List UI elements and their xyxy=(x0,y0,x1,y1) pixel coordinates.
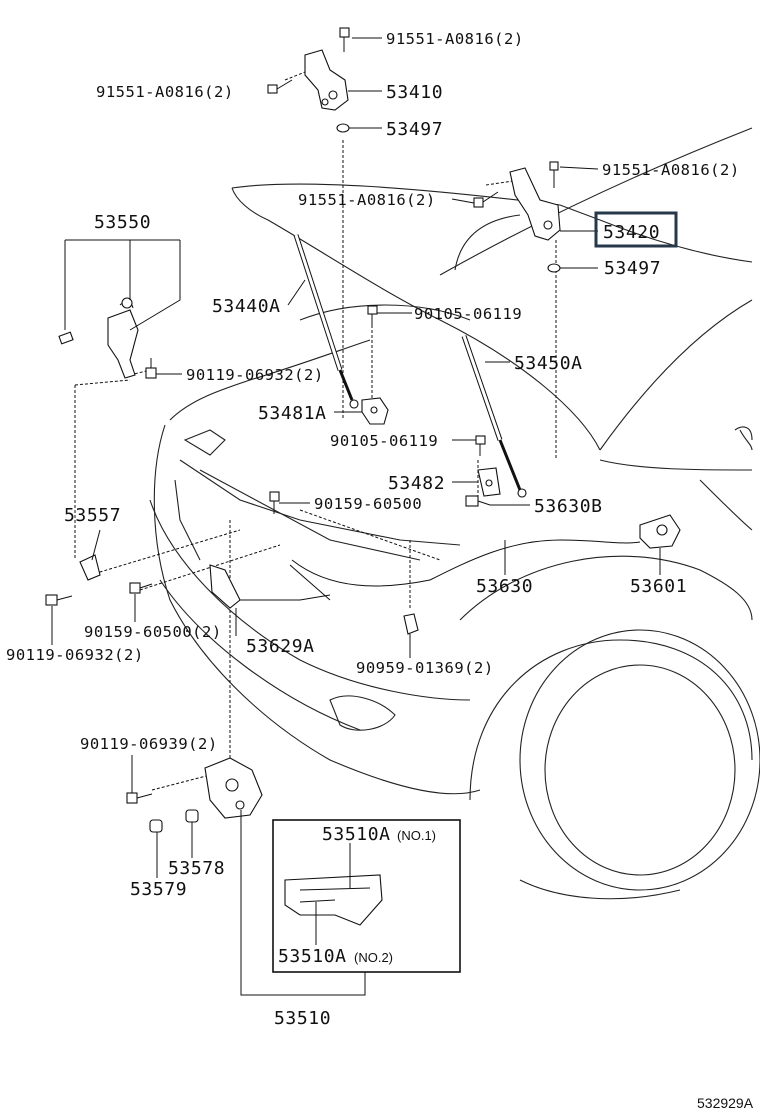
label-inset-no1-code: 53510A xyxy=(322,824,391,845)
hood-latch-assy xyxy=(204,757,263,819)
label-screw-stay-upper: 90105-06119 xyxy=(414,305,522,323)
bolt-icon xyxy=(473,191,499,208)
screw-icon xyxy=(475,435,486,456)
hood-lock-assy xyxy=(58,297,139,379)
label-inset-no1-suffix: (NO.1) xyxy=(397,828,436,843)
label-inset-no2-suffix: (NO.2) xyxy=(354,950,393,965)
alignment-lines xyxy=(74,69,557,791)
label-inset-no2-code: 53510A xyxy=(278,946,347,967)
label-bolt-right-top: 91551-A0816(2) xyxy=(602,161,740,179)
latch-spring-inset xyxy=(272,819,461,973)
label-latch-assy: 53510 xyxy=(274,1008,331,1029)
bolt-icon xyxy=(549,161,559,188)
label-bracket-rh: 53482 xyxy=(388,473,445,494)
vehicle-body-outline xyxy=(149,127,760,900)
label-lever: 53601 xyxy=(630,576,687,597)
label-bolt-lock: 90119-06932(2) xyxy=(186,366,324,384)
label-washer-right: 53497 xyxy=(604,258,661,279)
label-part-53557: 53557 xyxy=(64,505,121,526)
release-cable xyxy=(289,539,641,601)
label-stay-rh: 53450A xyxy=(514,353,583,374)
clip-icon xyxy=(403,613,419,635)
washer-icon xyxy=(547,263,561,273)
bolt-icon xyxy=(45,594,73,606)
label-bolt-right-hinge: 91551-A0816(2) xyxy=(298,191,436,209)
bolt-icon xyxy=(267,79,293,94)
label-bolt-left-hinge: 91551-A0816(2) xyxy=(96,83,234,101)
cushion-icon xyxy=(149,819,163,833)
bolt-icon xyxy=(126,792,153,804)
hood-stay-rh xyxy=(461,335,527,498)
label-stay-lh: 53440A xyxy=(212,296,281,317)
lock-bracket xyxy=(79,554,101,581)
label-bracket-lh: 53481A xyxy=(258,403,327,424)
bolt-icon xyxy=(269,491,280,514)
label-bolt-top: 91551-A0816(2) xyxy=(386,30,524,48)
label-washer-left: 53497 xyxy=(386,119,443,140)
label-hinge-lh: 53410 xyxy=(386,82,443,103)
label-clip: 90959-01369(2) xyxy=(356,659,494,677)
bolt-icon xyxy=(339,27,350,52)
label-bolt-support-lower: 90159-60500(2) xyxy=(84,623,222,641)
label-screw-stay-lower: 90105-06119 xyxy=(330,432,438,450)
cushion-icon xyxy=(185,809,199,823)
hood-hinge-lh xyxy=(304,49,349,111)
cable-end-icon xyxy=(465,495,491,507)
label-lock-assy: 53550 xyxy=(94,212,151,233)
hood-hinge-rh xyxy=(509,167,561,241)
label-bolt-bottom-left: 90119-06932(2) xyxy=(6,646,144,664)
label-cable: 53630 xyxy=(476,576,533,597)
diagram-ref: 532929A xyxy=(697,1095,754,1111)
label-bolt-latch: 90119-06939(2) xyxy=(80,735,218,753)
label-part-53629a: 53629A xyxy=(246,636,315,657)
hood-stay-lh xyxy=(293,234,359,409)
release-lever xyxy=(639,514,681,549)
stay-bracket-lh xyxy=(361,397,389,425)
washer-icon xyxy=(336,123,350,133)
cable-bracket xyxy=(209,564,331,609)
label-part-53578: 53578 xyxy=(168,858,225,879)
label-part-53579: 53579 xyxy=(130,879,187,900)
screw-icon xyxy=(367,305,378,328)
bolt-icon xyxy=(145,358,157,379)
label-hinge-rh: 53420 xyxy=(603,222,660,243)
highlight-box xyxy=(594,211,678,248)
label-cable-b: 53630B xyxy=(534,496,603,517)
bolt-icon xyxy=(129,582,153,594)
leader-lines xyxy=(51,37,661,945)
stay-bracket-rh xyxy=(477,467,501,497)
label-bolt-support-upper: 90159-60500 xyxy=(314,495,422,513)
